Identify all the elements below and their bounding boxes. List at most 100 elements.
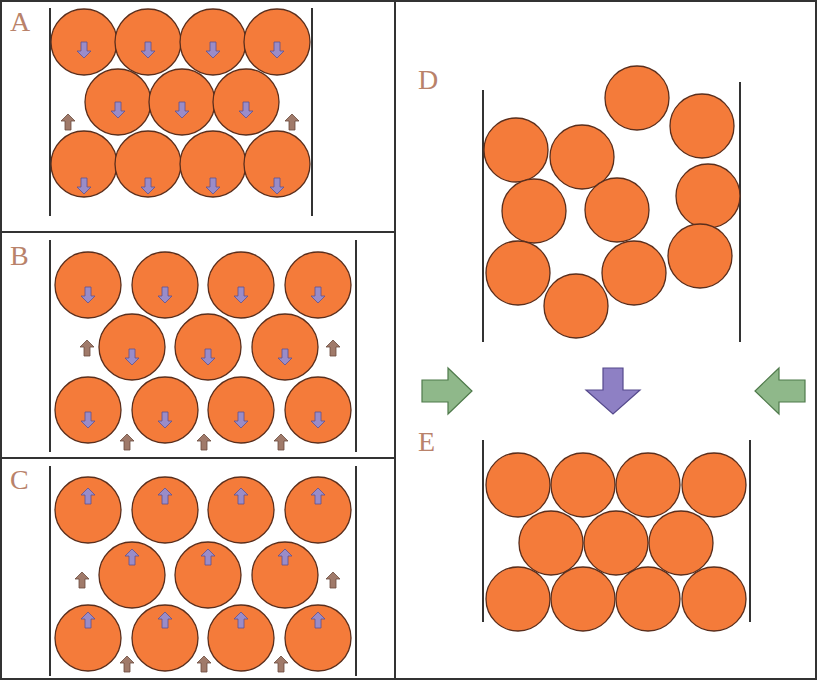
orange-ball [486,241,550,305]
up-arrow [326,572,340,588]
orange-ball [616,567,680,631]
down-arrow [234,412,248,428]
down-arrow [206,42,220,58]
orange-ball [132,252,198,318]
orange-ball [670,94,734,158]
panel-letter: D [418,66,438,94]
down-arrow [141,42,155,58]
orange-ball [132,605,198,671]
orange-ball [502,179,566,243]
down-arrow [311,412,325,428]
down-arrow [158,287,172,303]
up-arrow [311,612,325,628]
up-arrow [158,488,172,504]
panel-divider [0,231,395,233]
panel-letter: A [10,8,30,36]
panel-letter: E [418,428,435,456]
up-arrow [75,572,89,588]
compression-arrow [422,368,472,414]
orange-ball [551,567,615,631]
orange-ball [55,477,121,543]
panel-divider [0,457,395,459]
orange-ball [616,453,680,517]
orange-ball [99,314,165,380]
container-wall [49,466,51,676]
down-arrow [239,102,253,118]
orange-ball [676,164,740,228]
container-wall [482,90,484,342]
orange-ball [175,542,241,608]
orange-ball [213,69,279,135]
up-arrow [234,612,248,628]
down-arrow [270,178,284,194]
orange-ball [285,252,351,318]
orange-ball [252,542,318,608]
orange-ball [285,605,351,671]
orange-ball [550,125,614,189]
orange-ball [585,178,649,242]
orange-ball [99,542,165,608]
down-arrow [234,287,248,303]
panel-letter: C [10,466,29,494]
orange-ball [519,511,583,575]
orange-ball [55,605,121,671]
down-arrow [311,287,325,303]
orange-ball [682,453,746,517]
down-arrow [81,287,95,303]
down-arrow [270,42,284,58]
gravity-arrow [586,368,640,414]
orange-ball [602,241,666,305]
orange-ball [252,314,318,380]
orange-ball [605,66,669,130]
orange-ball [486,567,550,631]
orange-ball [51,9,117,75]
up-arrow [197,434,211,450]
orange-ball [244,131,310,197]
up-arrow [234,488,248,504]
down-arrow [77,178,91,194]
orange-ball [682,567,746,631]
down-arrow [125,349,139,365]
up-arrow [120,434,134,450]
down-arrow [77,42,91,58]
orange-ball [584,511,648,575]
up-arrow [81,488,95,504]
up-arrow [80,340,94,356]
up-arrow [274,656,288,672]
orange-ball [55,252,121,318]
orange-ball [115,131,181,197]
up-arrow [81,612,95,628]
down-arrow [201,349,215,365]
orange-ball [551,453,615,517]
up-arrow [274,434,288,450]
container-wall [49,240,51,452]
down-arrow [111,102,125,118]
container-wall [739,82,741,342]
orange-ball [132,377,198,443]
orange-ball [115,9,181,75]
up-arrow [125,549,139,565]
container-wall [482,440,484,622]
orange-ball [180,131,246,197]
orange-ball [649,511,713,575]
orange-ball [208,605,274,671]
up-arrow [278,549,292,565]
down-arrow [141,178,155,194]
orange-ball [85,69,151,135]
orange-ball [285,377,351,443]
down-arrow [206,178,220,194]
up-arrow [120,656,134,672]
orange-ball [180,9,246,75]
up-arrow [197,656,211,672]
up-arrow [61,114,75,130]
orange-ball [51,131,117,197]
orange-ball [208,477,274,543]
down-arrow [175,102,189,118]
container-wall [749,440,751,622]
down-arrow [158,412,172,428]
up-arrow [158,612,172,628]
orange-ball [244,9,310,75]
orange-ball [55,377,121,443]
